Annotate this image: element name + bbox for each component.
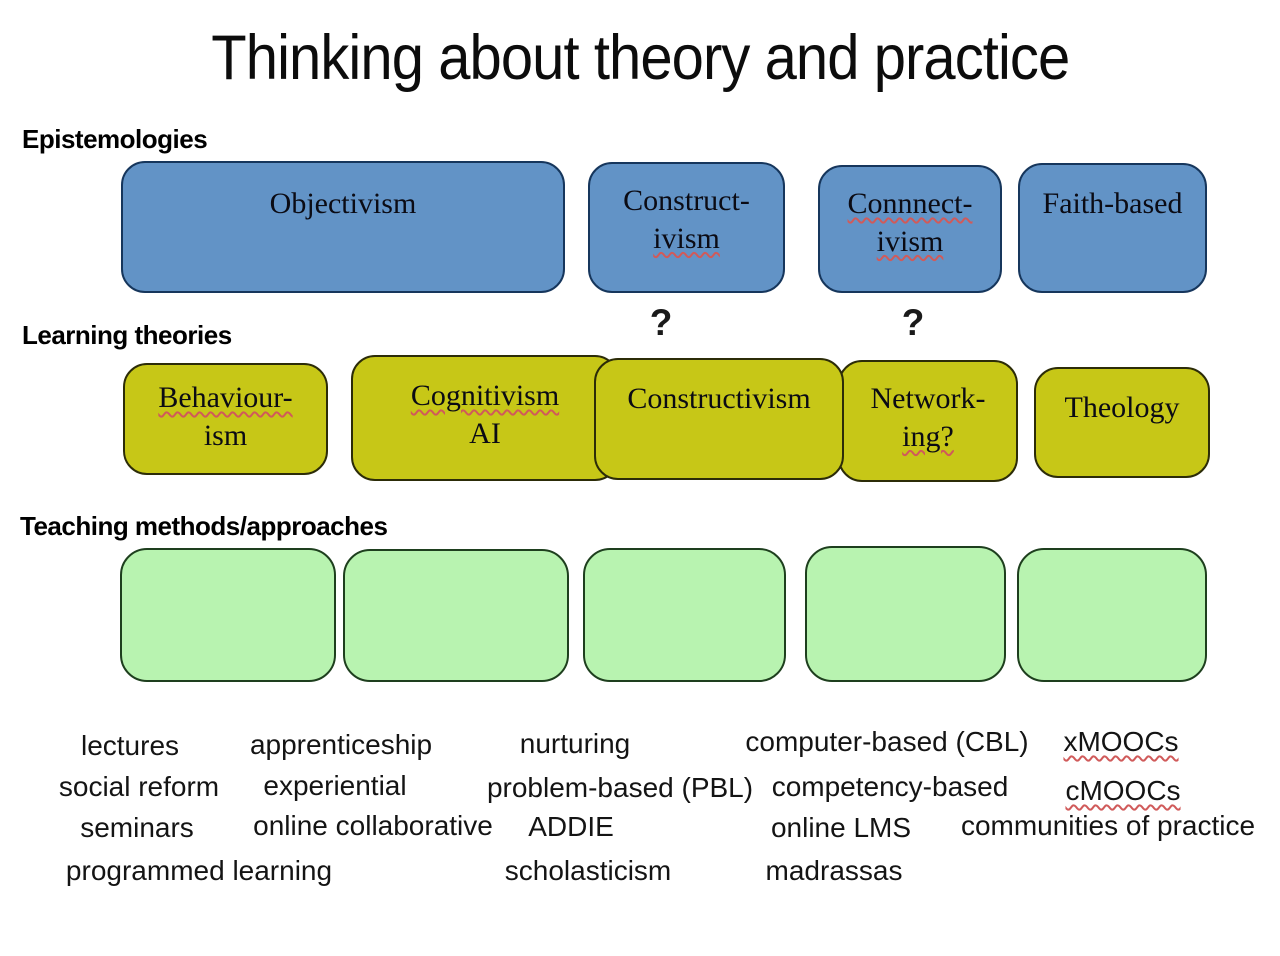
epistemology-box-connectivism: Connnect- ivism	[818, 165, 1002, 293]
box-label-line: Connnect-	[847, 187, 973, 220]
teaching-method-box-4	[805, 546, 1006, 682]
box-label-line: ism	[203, 418, 248, 452]
epistemology-box-constructivism: Construct- ivism	[588, 162, 785, 293]
teaching-method-box-2	[343, 549, 569, 682]
section-label-epistemologies: Epistemologies	[22, 124, 208, 154]
box-label-line: ivism	[876, 224, 944, 258]
box-label-line: Behaviour-	[158, 381, 293, 414]
method-programmed-learning: programmed learning	[65, 855, 333, 886]
method-experiential: experiential	[263, 770, 407, 801]
section-label-teaching-methods: Teaching methods/approaches	[20, 511, 388, 541]
method-online-collaborative: online collaborative	[253, 810, 493, 841]
box-label-line: Constructivism	[627, 382, 811, 415]
box-label-line: AI	[469, 416, 501, 450]
method-xmoocs: xMOOCs	[1063, 726, 1179, 757]
method-online-lms: online LMS	[770, 812, 912, 843]
method-cmoocs: cMOOCs	[1065, 775, 1181, 806]
box-label-line: Cognitivism	[410, 379, 560, 412]
box-label-line: Faith-based	[1042, 187, 1183, 220]
slide-title-wrap: Thinking about theory and practice	[0, 22, 1280, 94]
method-lectures: lectures	[80, 730, 180, 761]
method-problem-based-pbl: problem-based (PBL)	[486, 772, 754, 803]
epistemology-box-objectivism: Objectivism	[121, 161, 565, 293]
question-mark-left: ?	[649, 302, 673, 343]
theory-box-theology: Theology	[1034, 367, 1210, 478]
method-seminars: seminars	[80, 812, 194, 843]
box-label-line: Objectivism	[269, 187, 417, 220]
slide-title: Thinking about theory and practice	[210, 23, 1070, 93]
method-social-reform: social reform	[58, 771, 220, 802]
method-apprenticeship: apprenticeship	[249, 729, 433, 760]
theory-box-behaviourism: Behaviour- ism	[123, 363, 328, 475]
method-nurturing: nurturing	[519, 728, 631, 759]
method-communities-of-practice: communities of practice	[960, 810, 1256, 841]
section-label-learning-theories: Learning theories	[22, 320, 232, 350]
method-computer-based-cbl: computer-based (CBL)	[745, 726, 1029, 757]
teaching-method-box-5	[1017, 548, 1207, 682]
question-mark-right: ?	[901, 302, 925, 343]
teaching-method-box-1	[120, 548, 336, 682]
method-madrassas: madrassas	[765, 855, 903, 886]
box-label-line: ivism	[653, 221, 720, 255]
epistemology-box-faith-based: Faith-based	[1018, 163, 1207, 293]
theory-box-networking: Network- ing?	[838, 360, 1018, 482]
box-label-line: Network-	[870, 382, 986, 415]
method-competency-based: competency-based	[771, 771, 1009, 802]
theory-box-cognitivism-ai: Cognitivism AI	[351, 355, 619, 481]
method-addie: ADDIE	[528, 811, 614, 842]
method-scholasticism: scholasticism	[504, 855, 672, 886]
theory-box-constructivism: Constructivism	[594, 358, 844, 480]
teaching-method-box-3	[583, 548, 786, 682]
box-label-line: Theology	[1064, 391, 1180, 424]
box-label-line: ing?	[902, 419, 954, 453]
box-label-line: Construct-	[623, 184, 750, 217]
